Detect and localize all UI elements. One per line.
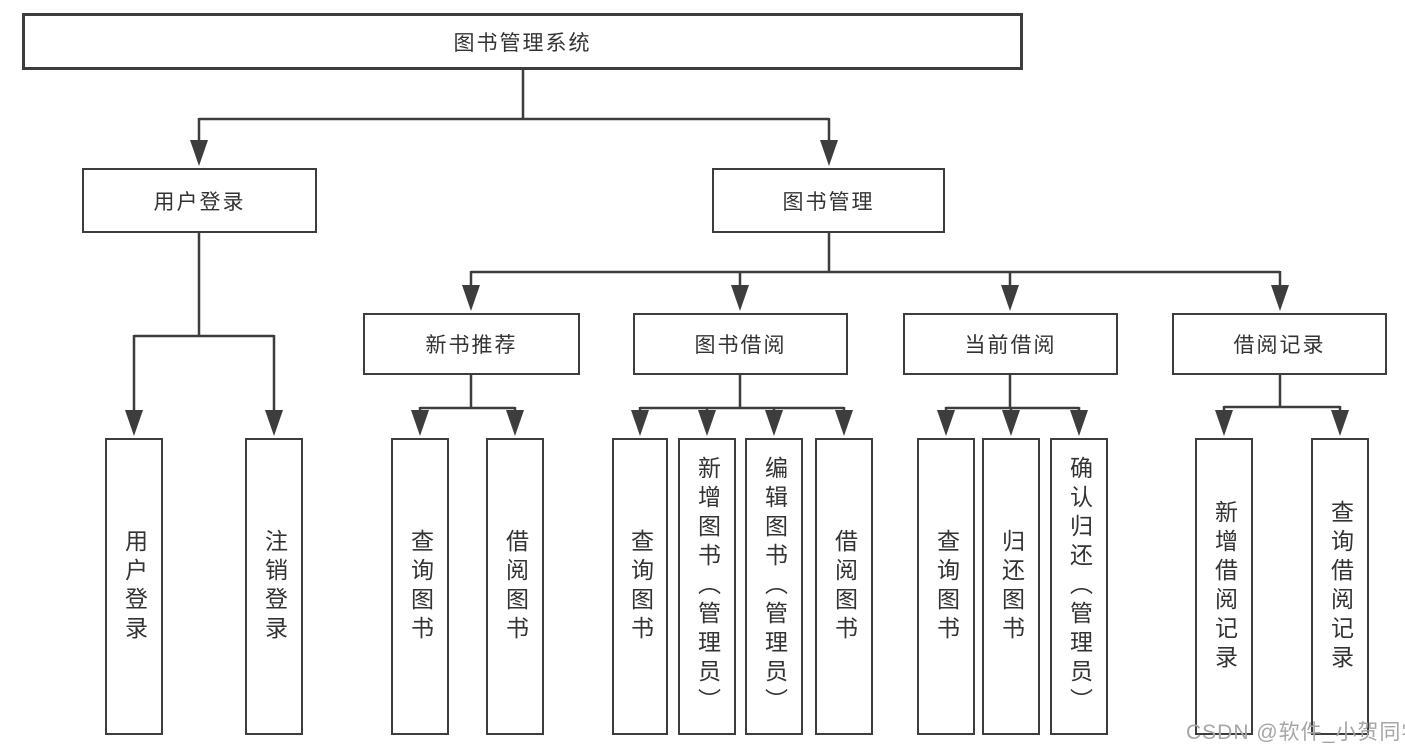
node-book-management: 图书管理 <box>712 168 945 233</box>
leaf-query-books-current-label: 查询图书 <box>933 528 960 645</box>
leaf-confirm-return-admin: 确认归还（管理员） <box>1050 438 1108 735</box>
node-user-login-label: 用户登录 <box>153 190 246 214</box>
leaf-return-books: 归还图书 <box>982 438 1040 735</box>
connector-root-to-level2 <box>190 70 838 166</box>
leaf-query-borrow-record: 查询借阅记录 <box>1311 438 1369 735</box>
leaf-user-login: 用户登录 <box>105 438 163 735</box>
leaf-query-books-recommend: 查询图书 <box>391 438 449 735</box>
watermark: CSDN @软件_小贺同学 <box>1186 721 1405 744</box>
connector-book-borrow-children <box>631 374 853 436</box>
leaf-logout-label: 注销登录 <box>261 528 288 645</box>
connector-current-borrow-children <box>937 374 1088 436</box>
leaf-query-books-borrow: 查询图书 <box>612 438 668 735</box>
node-new-book-recommend-label: 新书推荐 <box>425 334 518 357</box>
node-book-borrow: 图书借阅 <box>633 313 848 375</box>
leaf-borrow-books: 借阅图书 <box>815 438 873 735</box>
node-book-borrow-label: 图书借阅 <box>694 334 787 357</box>
connector-new-book-recommend-children <box>411 374 524 436</box>
leaf-edit-books-admin: 编辑图书（管理员） <box>745 438 803 735</box>
leaf-edit-books-admin-label: 编辑图书（管理员） <box>761 456 788 717</box>
leaf-confirm-return-admin-label: 确认归还（管理员） <box>1066 456 1093 717</box>
leaf-return-books-label: 归还图书 <box>998 528 1025 645</box>
leaf-logout: 注销登录 <box>245 438 303 735</box>
node-user-login: 用户登录 <box>82 168 317 233</box>
leaf-borrow-books-label: 借阅图书 <box>831 528 858 645</box>
connector-borrow-records-children <box>1215 374 1349 436</box>
connector-user-login-children <box>125 232 283 436</box>
node-root-system-label: 图书管理系统 <box>453 31 592 55</box>
node-book-management-label: 图书管理 <box>782 190 875 214</box>
leaf-query-borrow-record-label: 查询借阅记录 <box>1327 499 1354 674</box>
leaf-add-books-admin-label: 新增图书（管理员） <box>694 456 721 717</box>
leaf-query-books-current: 查询图书 <box>917 438 975 735</box>
leaf-user-login-label: 用户登录 <box>121 528 148 645</box>
leaf-add-borrow-record: 新增借阅记录 <box>1195 438 1253 735</box>
node-borrow-records: 借阅记录 <box>1172 313 1387 375</box>
leaf-query-books-borrow-label: 查询图书 <box>627 528 654 645</box>
leaf-query-books-recommend-label: 查询图书 <box>407 528 434 645</box>
leaf-borrow-books-recommend: 借阅图书 <box>486 438 544 735</box>
node-borrow-records-label: 借阅记录 <box>1233 334 1326 357</box>
connector-book-management-children <box>462 232 1289 311</box>
node-current-borrow-label: 当前借阅 <box>964 334 1057 357</box>
leaf-add-borrow-record-label: 新增借阅记录 <box>1211 499 1238 674</box>
leaf-add-books-admin: 新增图书（管理员） <box>678 438 736 735</box>
leaf-borrow-books-recommend-label: 借阅图书 <box>502 528 529 645</box>
node-root-system: 图书管理系统 <box>22 13 1023 70</box>
node-new-book-recommend: 新书推荐 <box>363 313 580 375</box>
node-current-borrow: 当前借阅 <box>903 313 1118 375</box>
